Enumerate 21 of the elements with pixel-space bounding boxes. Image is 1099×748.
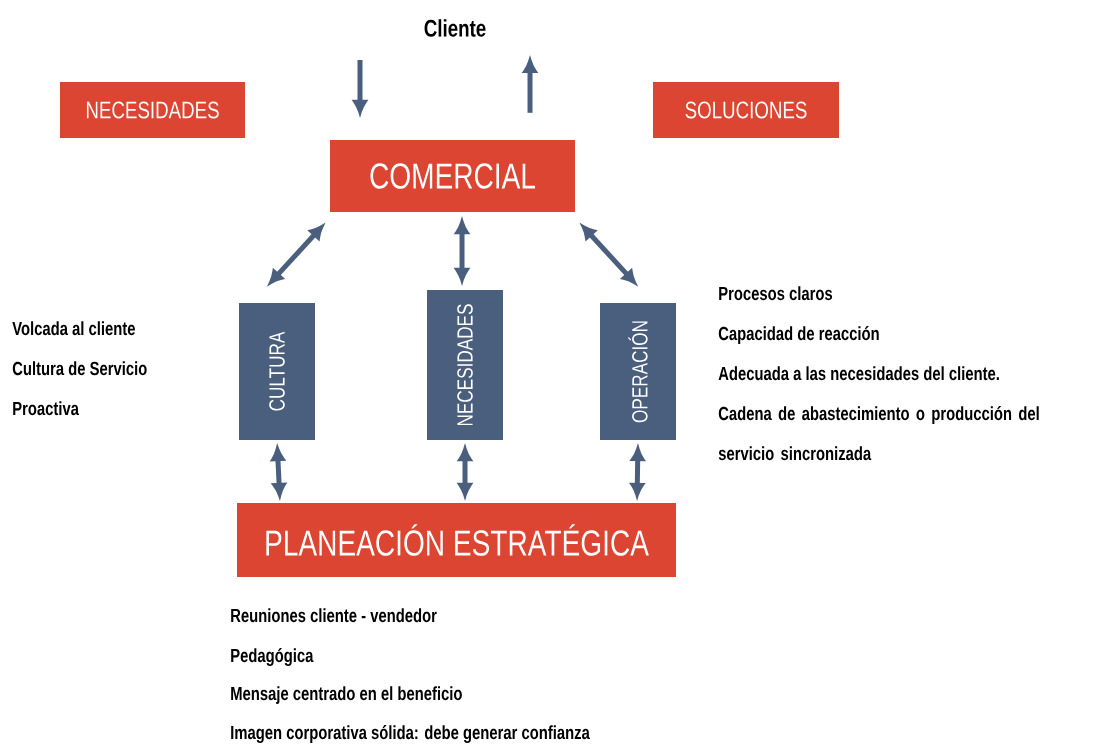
list-item: Cultura de Servicio <box>12 361 147 376</box>
list-item: Cadena de abastecimiento o producción del servicio sincronizada <box>718 406 1039 461</box>
list-item: Proactiva <box>13 401 80 416</box>
list-item: Reuniones cliente - vendedor <box>231 608 437 623</box>
list-item: Volcada al cliente <box>12 321 135 336</box>
list-item: Mensaje centrado en el beneficio <box>231 686 462 704</box>
list-item: Adecuada a las necesidades del cliente. <box>718 366 999 381</box>
pillar-box: OPERACIÓN <box>600 303 676 440</box>
heading-text: Cliente <box>424 19 486 37</box>
label-box: COMERCIAL <box>330 140 575 212</box>
list-item: Pedagógica <box>231 648 314 667</box>
pillar-box: NECESIDADES <box>427 290 503 440</box>
label-box: PLANEACIÓN ESTRATÉGICA <box>237 503 676 577</box>
list-item: Procesos claros <box>719 286 833 301</box>
list-item: Imagen corporativa sólida: debe generar confianza <box>231 725 590 744</box>
arrow <box>581 225 636 284</box>
label-box: SOLUCIONES <box>653 82 839 138</box>
label-box: NECESIDADES <box>60 82 245 138</box>
list-item: Capacidad de reacción <box>718 326 879 344</box>
pillar-box: CULTURA <box>239 303 315 440</box>
arrow <box>269 225 324 284</box>
